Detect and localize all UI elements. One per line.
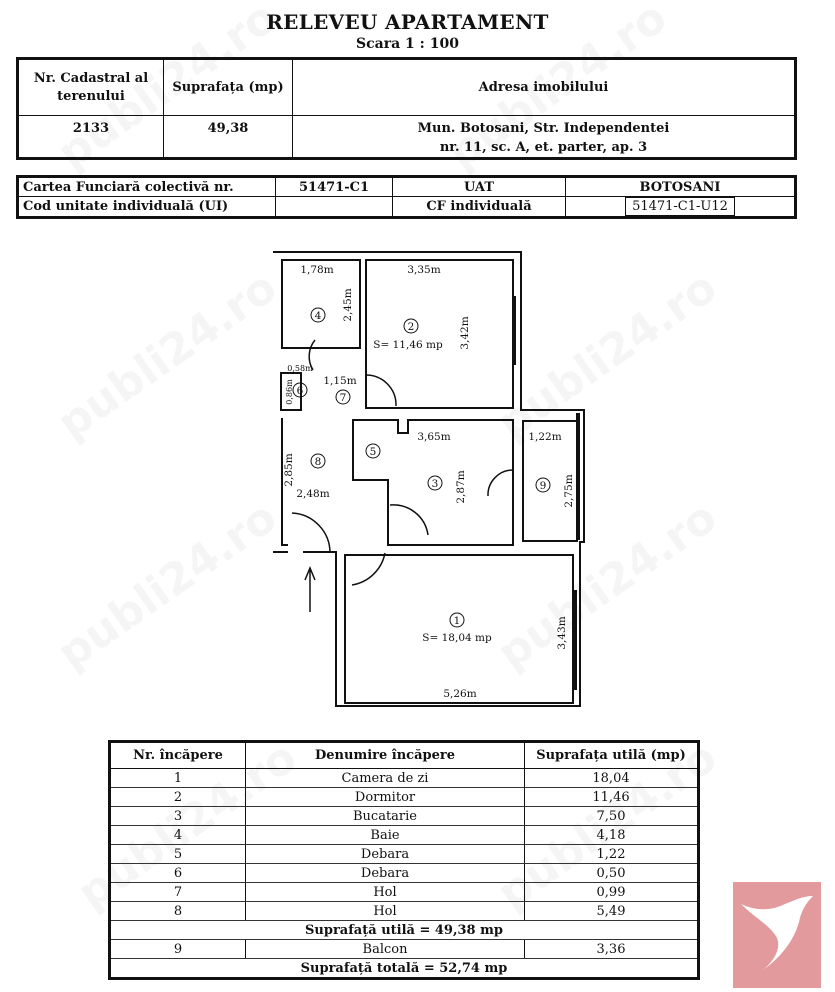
cf-individuala-value: 51471-C1-U12 (565, 196, 796, 218)
entrance-arrow-icon (304, 566, 316, 612)
room-name: Bucatarie (245, 806, 525, 826)
address-line2: nr. 11, sc. A, et. parter, ap. 3 (439, 140, 648, 155)
room-number-5: 5 (370, 446, 377, 458)
dim-label: 3,65m (417, 431, 450, 443)
rooms-table: Nr. încăpere Denumire încăpere Suprafața… (108, 740, 700, 980)
room-number-8: 8 (315, 456, 322, 468)
dim-label: 3,42m (459, 316, 471, 349)
cadastral-table: Nr. Cadastral al terenului Suprafața (mp… (16, 57, 797, 160)
dim-label: 1,22m (528, 431, 561, 443)
room-area: 7,50 (524, 806, 699, 826)
room-area: 5,49 (524, 901, 699, 921)
address-line1: Mun. Botosani, Str. Independentei (417, 121, 670, 136)
bird-icon (741, 896, 813, 970)
door-arc (364, 374, 397, 407)
dim-label: 3,43m (556, 616, 568, 649)
header-nr-incapere: Nr. încăpere (109, 741, 246, 769)
room-number-9: 9 (540, 480, 547, 492)
room-number-2: 2 (408, 321, 415, 333)
dim-label: 1,78m (300, 264, 333, 276)
room-area: 4,18 (524, 825, 699, 845)
door-arc (351, 552, 386, 586)
page-title: RELEVEU APARTAMENT (266, 10, 549, 34)
uat-value: BOTOSANI (565, 176, 796, 197)
room-nr: 5 (109, 844, 246, 864)
cf-individuala-label: CF individuală (392, 196, 566, 218)
room-number-1: 1 (454, 615, 461, 627)
door-arc (308, 339, 316, 371)
room-nr: 1 (109, 768, 246, 788)
grand-total: Suprafață totală = 52,74 mp (109, 958, 699, 979)
header-denumire: Denumire încăpere (245, 741, 525, 769)
room-nr: 6 (109, 863, 246, 883)
room-area: 18,04 (524, 768, 699, 788)
suprafata-value: 49,38 (163, 115, 293, 159)
dim-label: 2,85m (283, 453, 295, 486)
room-name: Debara (245, 863, 525, 883)
room-nr: 9 (109, 939, 246, 959)
room-number-circles (292, 307, 551, 628)
dim-label: 1,15m (323, 375, 356, 387)
room-number-7: 7 (340, 392, 347, 404)
dim-label: 2,75m (563, 474, 575, 507)
room-1-area: S= 18,04 mp (422, 632, 492, 644)
room-number-3: 3 (432, 478, 439, 490)
nr-cadastral-value: 2133 (17, 115, 164, 159)
walls (273, 251, 585, 707)
room-nr: 4 (109, 825, 246, 845)
room-number-4: 4 (315, 310, 322, 322)
header-adresa: Adresa imobilului (292, 58, 796, 116)
cf-individuala-box: 51471-C1-U12 (625, 197, 735, 216)
dim-label: 0,58m (287, 364, 313, 373)
ui-label: Cod unitate individuală (UI) (17, 196, 276, 218)
room-name: Dormitor (245, 787, 525, 807)
door-arc (487, 469, 514, 497)
room-nr: 2 (109, 787, 246, 807)
publi24-logo (733, 882, 821, 988)
door-arc (291, 512, 331, 554)
room-2-area: S= 11,46 mp (373, 339, 443, 351)
dim-label: 0,86m (285, 379, 294, 405)
room-nr: 8 (109, 901, 246, 921)
address-value: Mun. Botosani, Str. Independentei nr. 11,… (292, 115, 796, 159)
dim-label: 2,48m (296, 488, 329, 500)
room-name: Hol (245, 901, 525, 921)
dim-label: 3,35m (407, 264, 440, 276)
header-suprafata: Suprafața (mp) (163, 58, 293, 116)
room-name: Camera de zi (245, 768, 525, 788)
dim-label: 2,45m (342, 288, 354, 321)
door-arc (389, 504, 429, 536)
room-area: 0,99 (524, 882, 699, 902)
doors (291, 339, 514, 612)
scale-label: Scara 1 : 100 (356, 36, 459, 52)
room-name: Debara (245, 844, 525, 864)
dim-label: 2,87m (455, 470, 467, 503)
room-number-6: 6 (297, 385, 304, 397)
useful-area-total: Suprafață utilă = 49,38 mp (109, 920, 699, 940)
room-name: Hol (245, 882, 525, 902)
room-area: 0,50 (524, 863, 699, 883)
header-nr-cadastral: Nr. Cadastral al terenului (17, 58, 164, 116)
room-nr: 3 (109, 806, 246, 826)
header-suprafata-utila: Suprafața utilă (mp) (524, 741, 699, 769)
room-nr: 7 (109, 882, 246, 902)
room-area: 1,22 (524, 844, 699, 864)
uat-label: UAT (392, 176, 566, 197)
room-area: 3,36 (524, 939, 699, 959)
room-name: Balcon (245, 939, 525, 959)
dim-label: 5,26m (443, 688, 476, 700)
room-name: Baie (245, 825, 525, 845)
room-area: 11,46 (524, 787, 699, 807)
cf-table: Cartea Funciară colectivă nr. 51471-C1 U… (16, 175, 797, 219)
